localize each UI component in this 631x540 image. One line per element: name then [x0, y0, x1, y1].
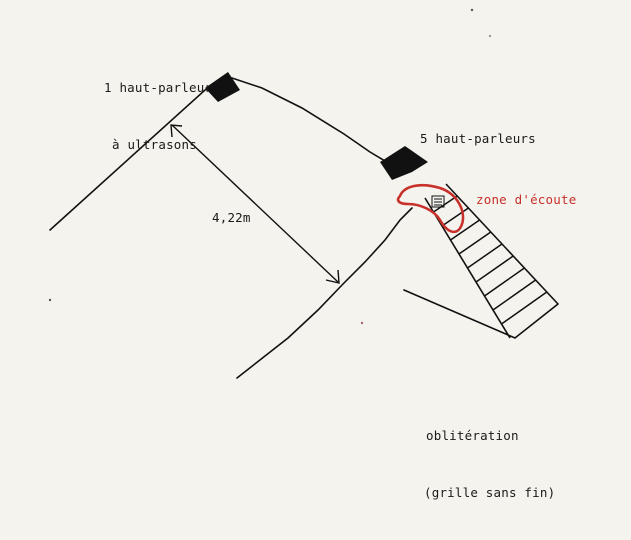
grid-rung — [467, 243, 503, 269]
grid-rung — [441, 207, 469, 227]
speck — [360, 321, 364, 325]
grid-bottom-edge — [403, 289, 559, 339]
grid-rung — [501, 291, 548, 325]
grid-rung — [484, 267, 525, 297]
endless-grid — [424, 183, 559, 339]
listening-zone-outline — [396, 183, 465, 234]
obliteration-label: oblitération (grille sans fin) — [424, 388, 555, 540]
five-speakers-label: 5 haut-parleurs — [420, 131, 536, 146]
obliteration-label-line1: oblitération — [426, 428, 519, 443]
arrow-head-bottom — [325, 269, 340, 284]
ultrasonic-speaker-icon — [205, 72, 240, 102]
listening-zone-label: zone d'écoute — [476, 192, 577, 207]
speck — [489, 35, 491, 37]
speck — [48, 298, 52, 302]
wall-bottom — [236, 207, 413, 379]
five-speakers-icon — [380, 146, 428, 180]
grid-rung — [475, 255, 514, 283]
ultrasonic-speaker-label-line2: à ultrasons — [112, 137, 197, 152]
ultrasonic-speaker-label: 1 haut-parleur à ultrasons — [104, 40, 212, 192]
grid-rung — [458, 231, 492, 255]
distance-label: 4,22m — [212, 210, 251, 225]
ultrasonic-speaker-label-line1: 1 haut-parleur — [104, 80, 213, 95]
plan-drawing — [48, 8, 559, 379]
speck — [470, 8, 474, 12]
diagram-sketch: 1 haut-parleur à ultrasons 5 haut-parleu… — [48, 8, 577, 500]
grid-rung — [492, 279, 537, 311]
grid-rung — [450, 219, 481, 241]
hatched-cell — [431, 195, 445, 208]
grid-rung — [433, 195, 458, 213]
obliteration-label-line2: (grille sans fin) — [424, 485, 556, 500]
distance-arrow — [171, 124, 339, 283]
wall-top — [231, 77, 391, 165]
arrow-head-top — [170, 124, 183, 138]
